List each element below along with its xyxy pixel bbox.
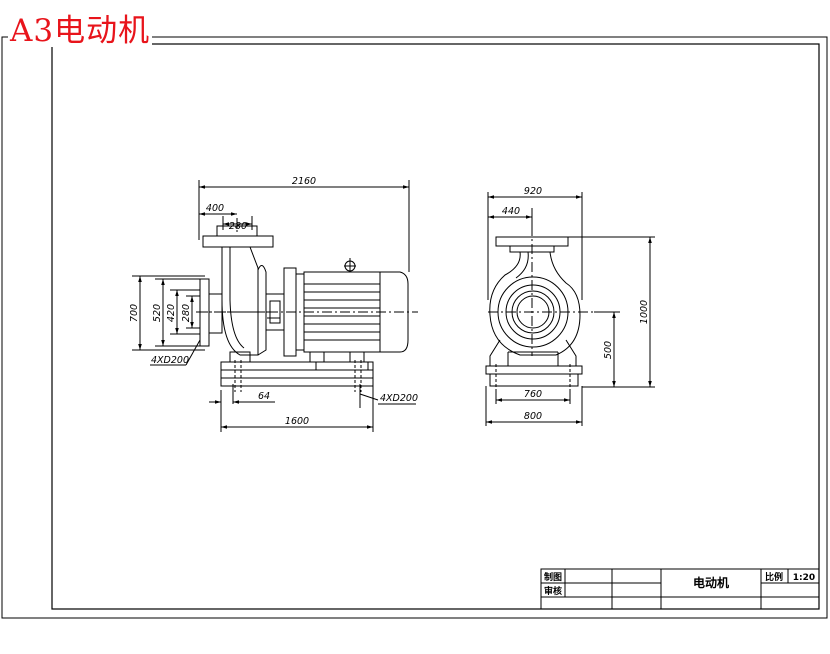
dim-4xd200-left: 4XD200: [151, 355, 189, 366]
title-block-scale-label: 比例: [765, 571, 783, 583]
inner-frame: [51, 43, 820, 610]
dim-1000: 1000: [639, 300, 650, 324]
front-view: [196, 218, 418, 392]
dim-700: 700: [129, 304, 140, 322]
dim-1600: 1600: [285, 416, 309, 427]
dim-64: 64: [258, 391, 270, 402]
dim-280-top: 280: [229, 221, 247, 232]
dim-520: 520: [152, 304, 163, 322]
title-block-checked-label: 审核: [544, 585, 562, 597]
dim-2160: 2160: [292, 176, 316, 187]
dim-500: 500: [603, 341, 614, 359]
dim-760: 760: [524, 389, 542, 400]
dim-280-left: 280: [181, 304, 192, 322]
outer-border: [1, 36, 828, 619]
dim-400: 400: [206, 203, 224, 214]
sheet-corner-title: A3电动机: [8, 13, 153, 49]
front-view-dimensions: [132, 180, 416, 432]
title-block-scale-value: 1:20: [793, 573, 815, 583]
dim-800: 800: [524, 411, 542, 422]
title-block: [540, 568, 820, 610]
side-view-dimensions: [485, 192, 655, 426]
dim-920: 920: [524, 186, 542, 197]
dim-420: 420: [166, 304, 177, 322]
title-block-name: 电动机: [693, 575, 729, 590]
dim-4xd200-right: 4XD200: [380, 393, 418, 404]
dim-440: 440: [502, 206, 520, 217]
title-block-drawn-label: 制图: [544, 571, 562, 583]
side-view: [485, 226, 594, 392]
